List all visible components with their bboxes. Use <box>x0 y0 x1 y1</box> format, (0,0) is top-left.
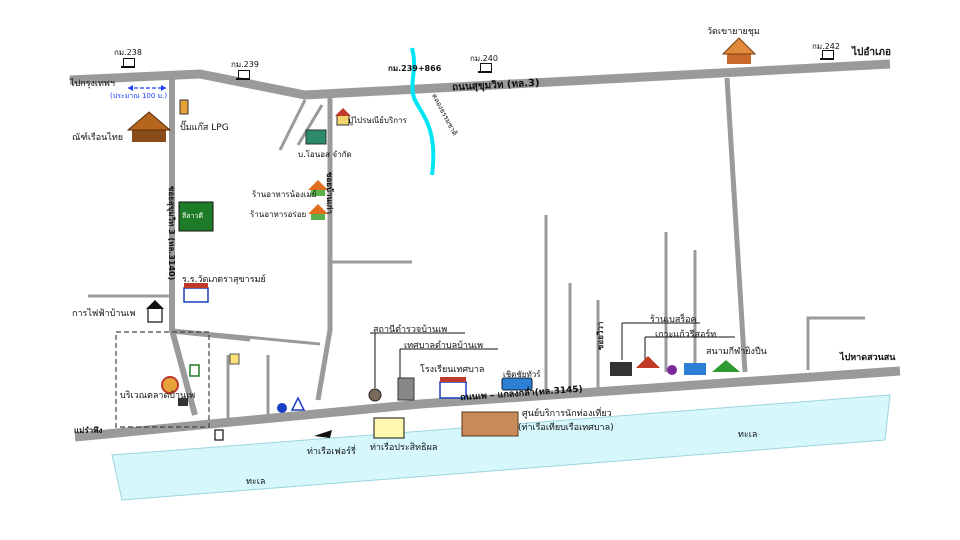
km-marker-base-2 <box>236 78 250 80</box>
km-marker-base-3 <box>478 71 492 73</box>
km-label-239-866: กม.239+866 <box>388 64 442 73</box>
municipality-icon <box>397 377 415 401</box>
school-icon-wat <box>183 283 209 303</box>
label-school-wat: ร.ร.วัดเภตราสุขารมย์ <box>182 275 266 285</box>
field-block <box>178 201 214 232</box>
sea-area <box>111 394 891 501</box>
tourist-center-icon <box>461 411 519 437</box>
label-pier-ferry: ท่าเรือเฟอร์รี่ <box>307 447 356 457</box>
restaurant-icon-1 <box>308 180 328 196</box>
gas-pump-icon <box>179 99 189 115</box>
restaurant-icon-2 <box>308 204 328 220</box>
label-market: บริเวณตลาดบ้านเพ <box>120 391 196 401</box>
road-label-to-krungthep: ไปกรุงเทพฯ <box>70 79 115 89</box>
label-pier-prasit: ท่าเรือประสิทธิผล <box>370 443 438 453</box>
km-marker-base-1 <box>121 66 135 68</box>
label-post-office: ปู่ไปรษณีย์บริการ <box>348 116 407 125</box>
river <box>410 47 436 176</box>
company-icon <box>305 129 327 145</box>
label-municipal-school: โรงเรียนเทศบาล <box>420 365 485 375</box>
fuel-icon <box>290 396 306 411</box>
label-wat-khao: วัดเขายายชุม <box>707 27 760 37</box>
road-phe-klaeng <box>74 366 901 442</box>
thai-house-icon <box>126 111 172 142</box>
road-soi-kao <box>315 95 333 401</box>
lotus-icon <box>684 363 706 375</box>
road-branch-3 <box>171 330 251 342</box>
label-restaurant2: ร้านอาหารอร่อย <box>250 210 307 219</box>
pier-prasit-icon <box>373 417 405 439</box>
ferry-icon <box>314 430 332 438</box>
km-marker-icon-1 <box>123 58 135 67</box>
police-icon <box>368 388 382 402</box>
market-area <box>115 331 210 428</box>
market-icon <box>161 376 188 406</box>
km-marker-icon-3 <box>480 63 492 72</box>
km-label-238: กม.238 <box>114 48 142 57</box>
road-branch-2 <box>171 328 321 346</box>
label-resort1: ร้านเบสร็อค <box>650 315 697 325</box>
temple-icon <box>721 37 757 64</box>
road-label-to-amphoe: ไปอำเภอ <box>852 47 892 58</box>
electricity-icon <box>146 300 164 323</box>
shop-icon <box>229 353 240 365</box>
road-label-maeramphueng: แม่รำพึง <box>74 426 103 435</box>
school-icon-municipal <box>439 377 467 399</box>
km-box-icon <box>214 429 224 441</box>
km-marker-icon-2 <box>238 70 250 79</box>
road-branch-6 <box>296 104 324 146</box>
bus-icon <box>501 377 533 391</box>
road-sukhumvit <box>69 59 891 100</box>
road-label-soi-3140: ซอยสุขุมวิท 3 (ทล.3140) <box>167 186 176 281</box>
label-restaurant1: ร้านอาหารน้องเมย์ <box>252 190 317 199</box>
km-label-239: กม.239 <box>231 60 259 69</box>
label-sea-1: ทะเล <box>246 477 266 487</box>
road-label-to-suanson: ไปหาดสวนสน <box>840 353 896 363</box>
post-office-icon <box>335 108 351 126</box>
road-label-soi-kao: ซอยบ้านเก่า <box>325 172 334 215</box>
bank-icon <box>277 403 287 413</box>
label-tourist-center: ศูนย์บริการนักท่องเที่ยว <box>522 409 612 419</box>
stadium-icon <box>712 360 740 372</box>
km-label-242: กม.242 <box>812 42 840 51</box>
label-tourist-center-sub: (ท่าเรือเทียบเรือเทศบาล) <box>518 423 614 433</box>
resort-icon-1 <box>610 362 632 376</box>
scale-label: (ประมาณ 100 ม.) <box>110 92 168 100</box>
road-branch-5 <box>278 99 307 151</box>
road-branch-14 <box>724 77 748 373</box>
label-bus: เชิดชัยทัวร์ <box>503 370 541 379</box>
resort-icon-2 <box>636 356 660 368</box>
seven-eleven-icon <box>189 364 200 377</box>
label-sea-2: ทะเล <box>738 430 758 440</box>
label-electricity: การไฟฟ้าบ้านเพ <box>72 309 136 319</box>
label-stadium: สนามกีฬายิงปืน <box>706 347 767 357</box>
label-field: ลีลาวดี <box>182 212 203 220</box>
km-marker-base-4 <box>820 58 834 60</box>
label-resort2: เกาะแก้วรีสอร์ท <box>655 330 717 340</box>
road-branch-15 <box>806 316 865 370</box>
label-municipality: เทศบาลตำบลบ้านเพ <box>404 341 484 351</box>
label-lpg: ปั๊มแก๊ส LPG <box>180 123 229 133</box>
label-ruean-thai: ณัฑ์เรือนไทย <box>72 133 124 143</box>
km-label-240: กม.240 <box>470 54 498 63</box>
label-company: บ.โอนอส จำกัด <box>298 150 352 159</box>
resort-icon-3 <box>667 365 677 375</box>
label-police: สถานีตำรวจบ้านเพ <box>373 325 448 335</box>
km-marker-icon-4 <box>822 50 834 59</box>
road-label-soi-wiwa: ซอยวิวา <box>596 321 605 350</box>
